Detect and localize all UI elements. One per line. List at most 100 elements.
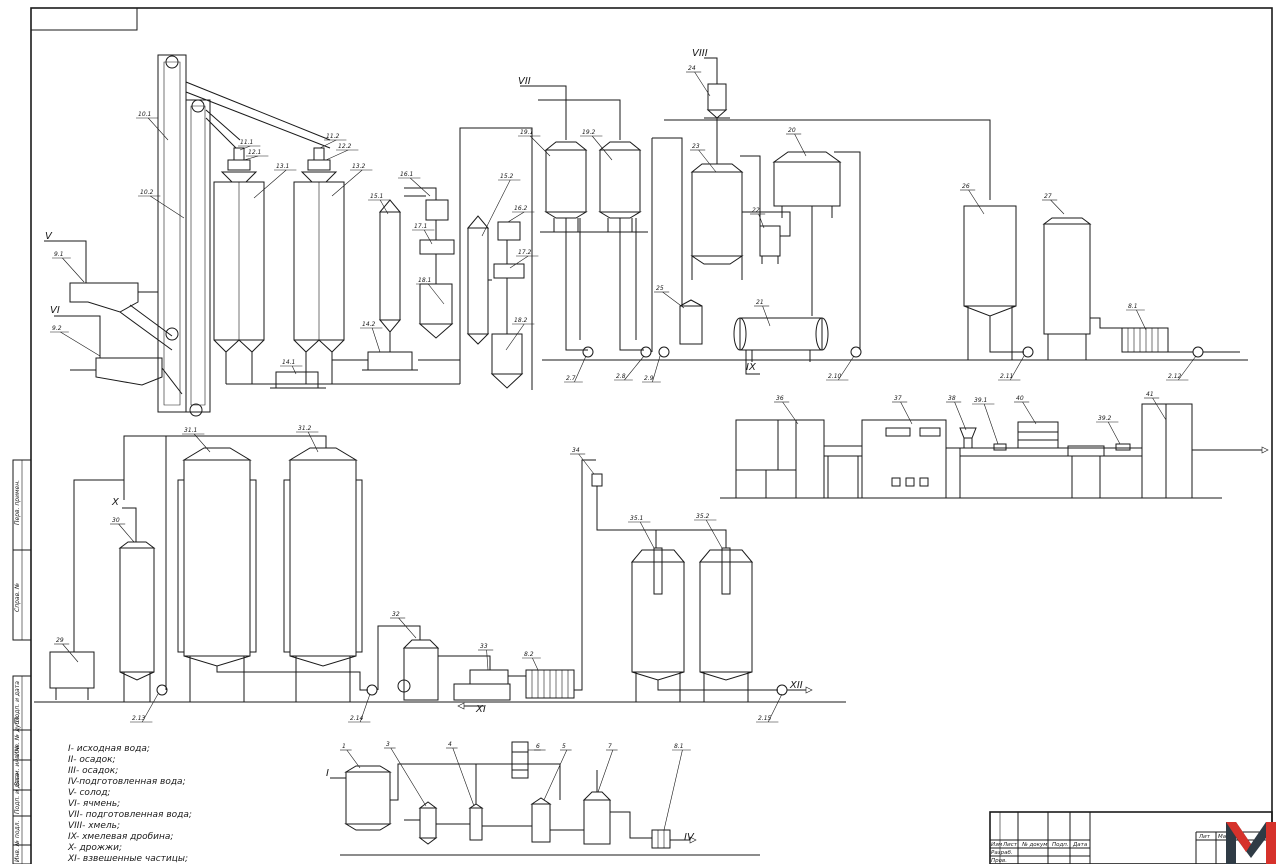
equipment-label: 38 (946, 395, 967, 431)
equipment-label-39.2: 39.2 (1098, 415, 1112, 422)
equipment-label-2.12: 2.12 (1168, 373, 1182, 380)
equipment-label-19.1: 19.1 (520, 129, 533, 136)
equipment-label-15.2: 15.2 (500, 173, 514, 180)
legend-item: II- осадок; (68, 755, 116, 765)
flow-marker-vi: VI (50, 305, 60, 316)
equipment-label: 37 (892, 395, 913, 425)
equipment-label: 29 (54, 637, 79, 663)
equipment-label-b3: 3 (386, 741, 390, 748)
equipment-label: 12.2 (325, 143, 359, 161)
equipment-label-23: 23 (692, 143, 700, 150)
section-brewhouse (520, 57, 1248, 375)
equipment-label-14.2: 14.2 (362, 321, 376, 328)
equipment-label: 2.10 (826, 355, 855, 381)
equipment-label: 14.2 (360, 321, 383, 353)
equipment-label: 36 (774, 395, 799, 425)
equipment-label: 13.2 (331, 163, 373, 197)
equipment-label: 2.13 (130, 693, 159, 723)
equipment-label-10.1: 10.1 (138, 111, 151, 118)
equipment-label: 34 (570, 447, 595, 475)
side-stamp-7: Инв. № подл. (14, 821, 21, 862)
side-stamp-5: Взам. инв. № (14, 745, 21, 786)
section-bottling-line (720, 403, 1269, 499)
equipment-label: 2.7 (564, 355, 587, 383)
equipment-label-10.2: 10.2 (140, 189, 154, 196)
equipment-label: 14.1 (280, 359, 303, 375)
equipment-label-32: 32 (392, 611, 400, 618)
flow-marker-xii: XII (789, 680, 803, 691)
equipment-label-16.2: 16.2 (514, 205, 528, 212)
equipment-label: 9.1 (52, 251, 85, 283)
equipment-label: 15.1 (368, 193, 391, 215)
equipment-label: 3 (384, 741, 427, 807)
legend-item: VI- ячмень; (68, 799, 120, 809)
equipment-label: 2.14 (348, 693, 371, 723)
legend-item: IV-подготовленная вода; (68, 777, 186, 787)
equipment-label: 25 (654, 285, 685, 309)
flow-marker-ix: IX (746, 362, 757, 373)
equipment-label: 22 (750, 207, 766, 229)
equipment-label-41: 41 (1146, 391, 1154, 398)
equipment-label-11.1: 11.1 (240, 139, 253, 146)
equipment-label: 17.1 (412, 223, 435, 245)
legend-item: I- исходная вода; (68, 744, 150, 754)
side-stamp-1: Перв. примен. (14, 480, 21, 525)
legend: I- исходная вода;II- осадок;III- осадок;… (67, 744, 192, 864)
equipment-label-9.1: 9.1 (54, 251, 64, 258)
equipment-label: 8.2 (522, 651, 541, 671)
equipment-label-12.2: 12.2 (338, 143, 352, 150)
equipment-label-2.11: 2.11 (1000, 373, 1013, 380)
equipment-label: 20 (786, 127, 807, 157)
equipment-label: 12.1 (243, 149, 269, 161)
equipment-label: 4 (446, 741, 475, 807)
equipment-label-27: 27 (1044, 193, 1052, 200)
legend-item: XI- взвешенные частицы; (67, 854, 188, 864)
equipment-label-8.1b: 8.1 (674, 743, 684, 750)
section-fermentation (963, 205, 1240, 360)
equipment-label-20: 20 (788, 127, 796, 134)
equipment-label-19.2: 19.2 (582, 129, 596, 136)
equipment-label-13.2: 13.2 (352, 163, 366, 170)
equipment-label: 10.1 (136, 111, 169, 141)
equipment-label-30: 30 (112, 517, 120, 524)
equipment-label: 6 (528, 743, 546, 751)
equipment-label-2.15: 2.15 (758, 715, 772, 722)
flow-marker-iv: IV (684, 832, 695, 843)
equipment-label: 2.11 (998, 355, 1025, 381)
legend-item: VIII- хмель; (68, 821, 120, 831)
equipment-label-33: 33 (480, 643, 488, 650)
equipment-label-2.8: 2.8 (616, 373, 626, 380)
equipment-label: 16.1 (398, 171, 431, 197)
equipment-label-18.2: 18.2 (514, 317, 528, 324)
equipment-label: 18.1 (416, 277, 445, 305)
equipment-label: 30 (110, 517, 135, 543)
equipment-label: 8.1 (1126, 303, 1147, 331)
title-block-doc: № докум. (1021, 842, 1049, 848)
equipment-label: 2.8 (614, 355, 645, 381)
equipment-label-35.2: 35.2 (696, 513, 710, 520)
equipment-label: 23 (690, 143, 717, 173)
equipment-label-40: 40 (1016, 395, 1024, 402)
equipment-label-15.1: 15.1 (370, 193, 383, 200)
section-water-treatment (330, 741, 760, 856)
equipment-label-16.1: 16.1 (400, 171, 413, 178)
equipment-label-b6: 6 (536, 743, 540, 750)
equipment-label: 11.1 (238, 139, 261, 151)
flow-marker-x: X (111, 497, 120, 508)
side-stamp-3: Подп. и дата (14, 681, 21, 722)
equipment-label: 26 (960, 183, 985, 215)
equipment-label-31.2: 31.2 (298, 425, 312, 432)
equipment-label-35.1: 35.1 (630, 515, 643, 522)
equipment-label-b4: 4 (448, 741, 452, 748)
flow-marker-v: V (45, 231, 53, 242)
equipment-label-12.1: 12.1 (248, 149, 261, 156)
legend-item: III- осадок; (68, 766, 118, 776)
equipment-label-9.2: 9.2 (52, 325, 62, 332)
equipment-label: 32 (390, 611, 417, 639)
equipment-label-8.1a: 8.1 (1128, 303, 1138, 310)
equipment-label-2.14: 2.14 (350, 715, 364, 722)
equipment-label: 41 (1144, 391, 1167, 421)
equipment-label-34: 34 (572, 447, 580, 454)
equipment-label-26: 26 (962, 183, 970, 190)
